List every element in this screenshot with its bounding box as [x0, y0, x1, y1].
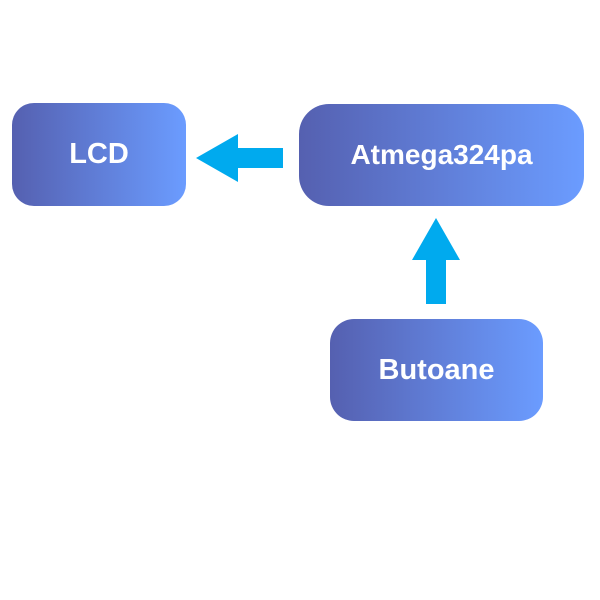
- microcontroller-block: Atmega324pa: [299, 104, 584, 206]
- lcd-label: LCD: [69, 138, 129, 170]
- microcontroller-label: Atmega324pa: [350, 139, 533, 170]
- buttons-block: Butoane: [330, 319, 543, 421]
- arrow-microcontroller-to-lcd: [196, 134, 283, 182]
- arrow-buttons-to-microcontroller: [412, 218, 460, 304]
- buttons-label: Butoane: [378, 353, 495, 386]
- lcd-block: LCD: [12, 103, 186, 206]
